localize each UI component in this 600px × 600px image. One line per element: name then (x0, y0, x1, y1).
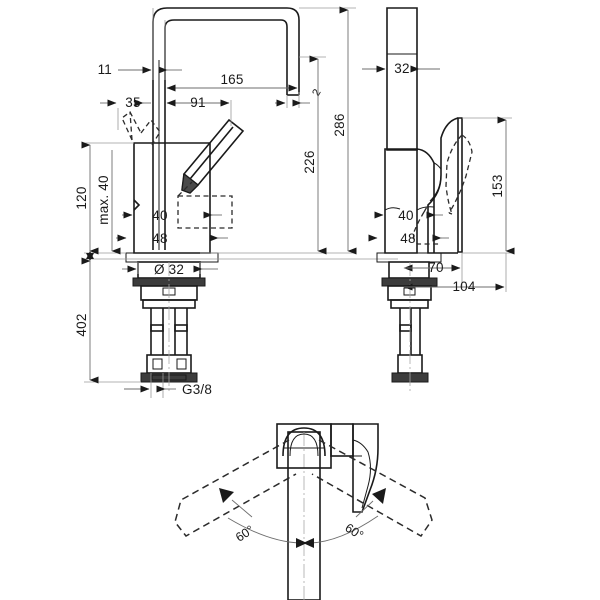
dim-226: 226 (299, 55, 327, 255)
side-lever-raised-outline (445, 134, 473, 215)
dim-label-35: 35 (125, 95, 140, 110)
dim-label-40-side: 40 (398, 208, 413, 223)
dim-153-side: 153 (462, 116, 515, 255)
dim-11: 11 (98, 8, 182, 80)
side-faucet-body (376, 148, 442, 263)
view-front: 11 165 35 91 2 (74, 6, 398, 398)
dim-70-side: 70 (403, 253, 463, 288)
dim-label-286: 286 (332, 113, 347, 136)
shank-assembly (132, 261, 206, 392)
dim-label-40-front: 40 (152, 208, 167, 223)
dim-label-70-side: 70 (428, 260, 443, 275)
dim-48-front: 48 (116, 231, 228, 246)
dim-label-153-side: 153 (490, 174, 505, 197)
lever-handle-lowered-outline (177, 181, 233, 229)
dim-286: 286 (200, 6, 357, 255)
dim-label-226: 226 (302, 150, 317, 173)
dim-48-side: 48 (368, 231, 449, 246)
dim-40-front: 40 (122, 208, 222, 223)
dim-label-48-front: 48 (152, 231, 167, 246)
dim-402: 402 (74, 251, 141, 384)
dim-g38: G3/8 (124, 373, 212, 398)
dim-32-side: 32 (362, 61, 440, 76)
dim-label-max-40: max. 40 (96, 175, 111, 224)
dim-label-402: 402 (74, 313, 89, 336)
plan-swivel-right-outline (311, 439, 433, 537)
side-lever-lowered-outline (412, 204, 440, 245)
dim-max-40: max. 40 (96, 150, 121, 255)
dim-91: 91 (166, 95, 232, 126)
dim-165: 165 (166, 72, 300, 95)
dim-label-11: 11 (98, 62, 112, 77)
dim-label-48-side: 48 (400, 231, 415, 246)
plan-spout-outline (287, 431, 321, 600)
view-plan: 60° 60° (174, 423, 433, 600)
dim-label-32-side: 32 (394, 61, 409, 76)
dim-label-104-side: 104 (452, 279, 475, 294)
dim-label-165: 165 (220, 72, 243, 87)
plan-swivel-left-outline (174, 439, 297, 537)
dim-label-dia-32: Ø 32 (154, 262, 184, 277)
dim-40-side: 40 (374, 208, 443, 223)
plan-lever-handle (352, 423, 379, 513)
dim-label-91: 91 (190, 95, 205, 110)
dim-35: 35 (100, 95, 151, 130)
view-side: 32 153 40 48 70 (362, 7, 515, 392)
side-lever-handle (427, 117, 463, 254)
lever-handle-raised-outline (121, 111, 161, 146)
dim-label-g38: G3/8 (182, 382, 212, 397)
dim-104-side: 104 (403, 253, 507, 294)
dim-dia-32: Ø 32 (122, 262, 218, 277)
dim-label-120: 120 (74, 186, 89, 209)
